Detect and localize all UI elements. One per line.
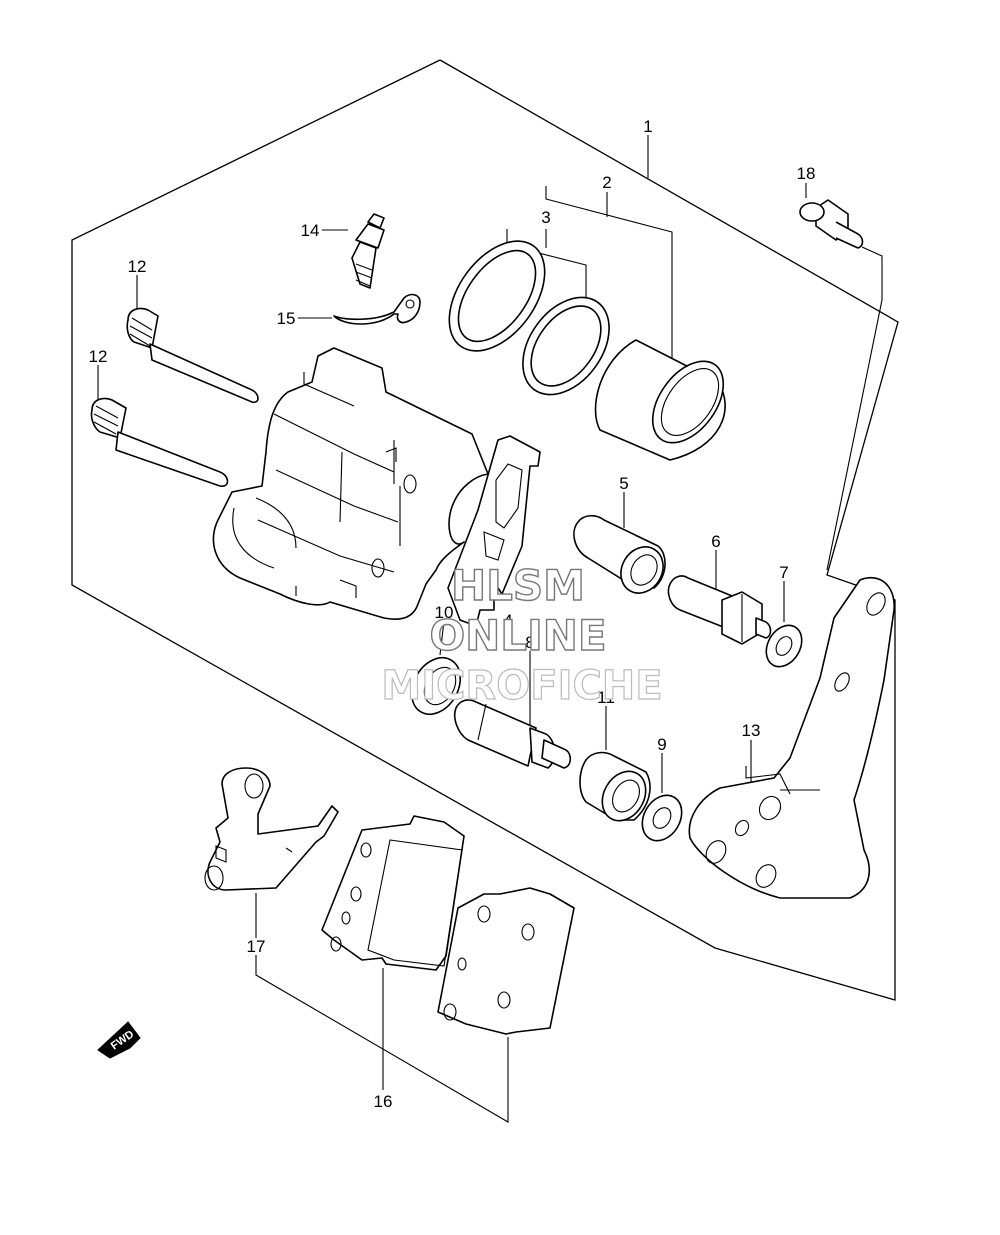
callout-9: 9 [657,735,666,754]
callout-13: 13 [742,721,761,740]
forward-direction-badge: FWD [97,1021,141,1059]
boot-10[interactable] [402,649,470,723]
assembly-outline [71,59,899,1001]
callout-7: 7 [779,563,788,582]
flange-bolt-18[interactable] [799,199,864,249]
caliper-bracket-13[interactable] [688,576,895,899]
piston-seal-3a[interactable] [430,224,564,369]
callout-8: 8 [525,633,534,652]
caliper-body[interactable] [212,347,489,620]
watermark-line-2: ONLINE [429,611,606,660]
brake-pad-16b[interactable] [437,887,575,1035]
piston-2[interactable] [594,339,738,461]
callout-14: 14 [301,221,320,240]
leader-lines [97,135,883,1123]
pad-spring-4[interactable] [447,435,541,627]
watermark: HLSM ONLINE MICROFICHE [381,560,663,709]
watermark-line-1: HLSM [451,561,585,610]
callout-18: 18 [797,164,816,183]
slide-pin-12-lower[interactable] [90,397,229,487]
washer-7[interactable] [759,619,809,673]
pin-boot-5[interactable] [573,514,671,601]
sleeve-bolt-6[interactable] [667,575,772,645]
callout-15: 15 [277,309,296,328]
callout-16: 16 [374,1092,393,1111]
callout-6: 6 [711,532,720,551]
callout-17: 17 [247,937,266,956]
callout-labels: 1 2 3 4 5 6 7 8 9 10 11 12 12 13 14 15 1… [89,117,816,1111]
callout-4: 4 [503,611,512,630]
boot-11[interactable] [579,751,654,829]
arrow-left-icon [97,1021,141,1059]
piston-seal-3b[interactable] [505,281,627,411]
callout-11: 11 [597,688,615,707]
pad-shim-17[interactable] [204,767,339,891]
pin-bolt-8[interactable] [453,699,572,769]
washer-9[interactable] [634,788,689,848]
callout-10: 10 [435,603,454,622]
callout-1: 1 [643,117,652,136]
bleeder-cap-15[interactable] [333,293,421,325]
callout-5: 5 [619,474,628,493]
bleeder-screw-14[interactable] [351,213,385,289]
watermark-line-3: MICROFICHE [381,663,662,709]
callout-2: 2 [602,173,611,192]
callout-3: 3 [541,208,550,227]
slide-pin-12-upper[interactable] [126,307,259,404]
brake-pad-16a[interactable] [321,815,465,971]
callout-12-lower: 12 [89,347,108,366]
callout-12-upper: 12 [128,257,147,276]
